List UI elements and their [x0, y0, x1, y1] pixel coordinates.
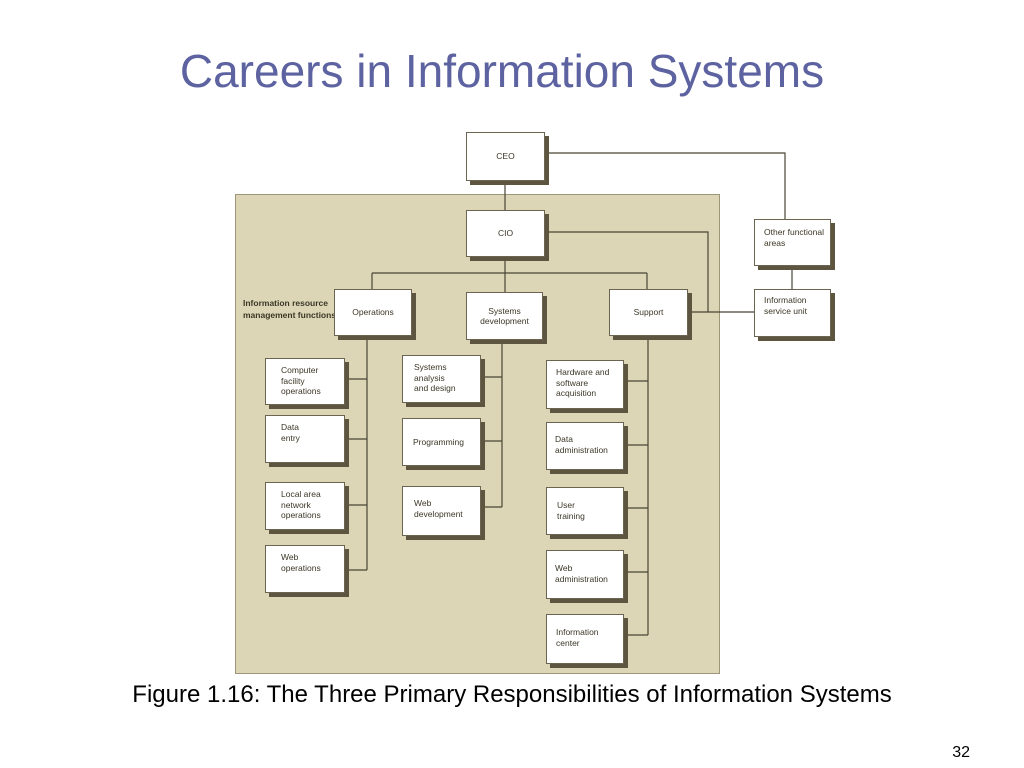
information-service-unit-box: Information service unit — [754, 289, 831, 337]
other-functional-areas-box: Other functional areas — [754, 219, 831, 266]
support-item-label: Data administration — [555, 434, 608, 455]
operations-label: Operations — [352, 307, 394, 318]
systems-development-item: Systems analysis and design — [402, 355, 481, 403]
other-functional-areas-label: Other functional areas — [764, 227, 825, 248]
ceo-box: CEO — [466, 132, 545, 181]
figure-caption: Figure 1.16: The Three Primary Responsib… — [132, 681, 892, 708]
operations-box: Operations — [334, 289, 412, 336]
operations-item-label: Web operations — [281, 552, 321, 573]
cio-box: CIO — [466, 210, 545, 257]
information-service-unit-label: Information service unit — [764, 295, 807, 316]
operations-item-label: Data entry — [281, 422, 300, 443]
cio-label: CIO — [497, 228, 514, 239]
support-item-label: Hardware and software acquisition — [556, 367, 610, 398]
panel-label: Information resource management function… — [243, 298, 337, 320]
systems-development-item-label: Web development — [414, 498, 463, 519]
systems-development-item-label: Systems analysis and design — [414, 362, 456, 393]
operations-item-label: Local area network operations — [281, 489, 321, 520]
support-item-label: User training — [557, 500, 585, 521]
operations-item: Local area network operations — [265, 482, 345, 530]
systems-development-item: Programming — [402, 418, 481, 466]
systems-development-item: Web development — [402, 486, 481, 536]
ceo-label: CEO — [496, 151, 515, 162]
systems-development-item-label: Programming — [413, 436, 465, 447]
operations-item: Web operations — [265, 545, 345, 593]
support-item-label: Web administration — [555, 563, 608, 584]
systems-development-label: Systems development — [480, 305, 529, 327]
operations-item: Computer facility operations — [265, 358, 345, 405]
support-item: User training — [546, 487, 624, 535]
support-label: Support — [633, 307, 664, 318]
support-item: Data administration — [546, 422, 624, 470]
operations-item: Data entry — [265, 415, 345, 463]
support-item: Information center — [546, 614, 624, 664]
systems-development-box: Systems development — [466, 292, 543, 340]
slide-title: Careers in Information Systems — [179, 45, 825, 97]
page-number: 32 — [952, 744, 970, 761]
support-item: Hardware and software acquisition — [546, 360, 624, 409]
support-box: Support — [609, 289, 688, 336]
support-item-label: Information center — [556, 627, 599, 648]
operations-item-label: Computer facility operations — [281, 365, 321, 396]
support-item: Web administration — [546, 550, 624, 599]
